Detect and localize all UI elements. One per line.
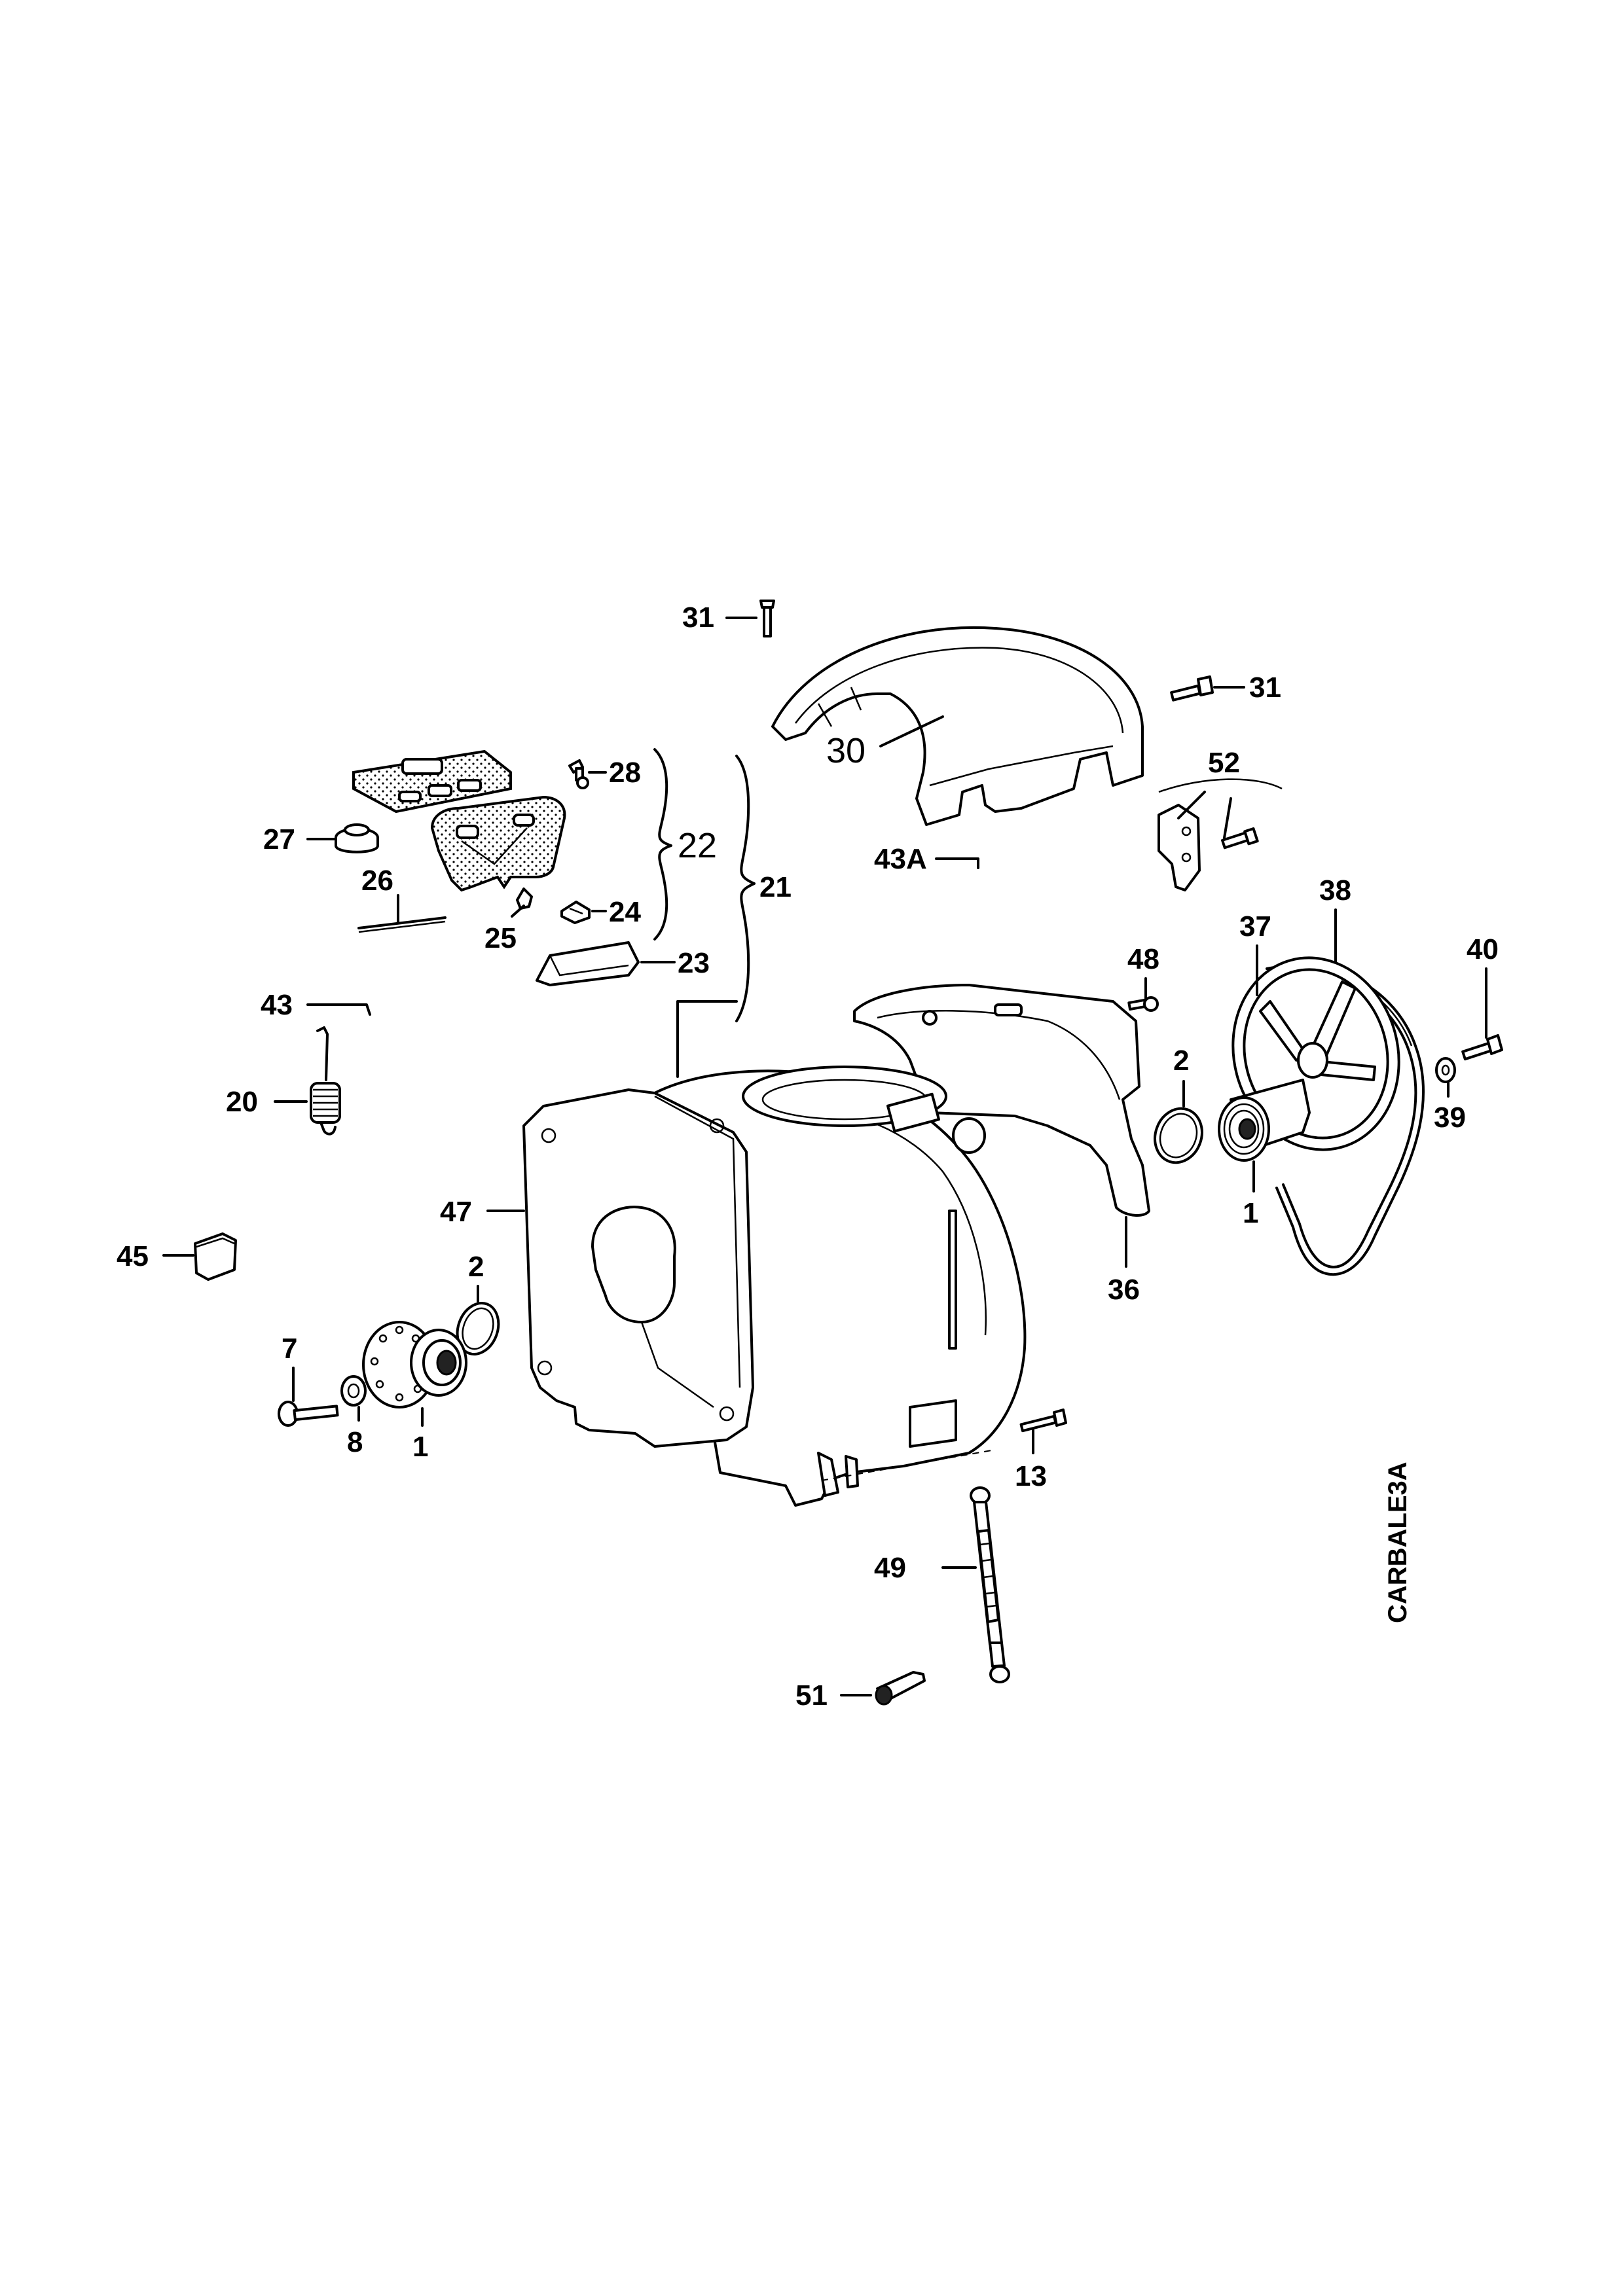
part-1-left-bearing-hub [362,1321,467,1427]
part-48-screw [1127,977,1159,1012]
label-37: 37 [1239,910,1271,942]
part-31-top-bolt [725,600,775,637]
brace-22 [653,748,672,941]
part-2-right-oring [1154,1080,1203,1164]
part-36-rear-tub-shell [853,984,1150,1217]
label-47: 47 [440,1196,472,1228]
label-38: 38 [1319,874,1351,906]
label-1-left: 1 [412,1431,428,1463]
label-28: 28 [609,757,641,789]
part-26-rod [357,894,447,933]
label-26: 26 [361,865,393,897]
label-7: 7 [282,1333,297,1365]
part-24-clip [560,901,607,924]
label-48: 48 [1127,943,1159,975]
label-1-right: 1 [1243,1197,1258,1229]
leader-30 [879,715,944,747]
part-37-drum-pulley [1218,956,1400,1162]
part-25-clip [511,888,533,918]
part-27-knob [306,823,379,853]
part-43-hook [306,1003,371,1016]
label-39: 39 [1434,1102,1466,1134]
part-47-front-panel [522,1088,754,1448]
diagram-code: CARBALE3A [1383,1462,1412,1623]
brace-21 [735,755,756,1022]
dispenser-top-cover [352,749,512,814]
part-49-shock-absorber [941,1486,1010,1683]
label-30: 30 [826,731,866,770]
leader-21 [676,1000,738,1078]
part-8-washer [340,1375,367,1422]
label-45: 45 [117,1240,149,1272]
label-13: 13 [1015,1460,1047,1492]
part-43a-hook [935,857,979,869]
label-43a: 43A [874,843,927,875]
dashed-guide [821,1449,996,1481]
part-2-left-oring [456,1285,500,1355]
label-8: 8 [347,1426,363,1458]
label-25: 25 [484,922,517,954]
label-49: 49 [874,1552,906,1584]
label-36: 36 [1108,1274,1140,1306]
dispenser-drawer-front [430,795,566,892]
label-21: 21 [759,871,792,903]
label-43: 43 [261,989,293,1021]
label-2-left: 2 [468,1251,484,1283]
label-22: 22 [678,826,717,865]
label-51: 51 [795,1679,828,1712]
label-31-top: 31 [682,601,714,634]
part-20-spring [274,1026,341,1136]
label-24: 24 [609,896,641,928]
part-45-block [162,1232,237,1281]
part-39-washer [1435,1057,1456,1098]
part-30-tub-hood [771,626,1144,826]
label-20: 20 [226,1086,258,1118]
part-52-bracket [1158,778,1283,891]
part-7-bolt [278,1367,339,1427]
label-2-right: 2 [1173,1045,1189,1077]
label-31-right: 31 [1249,672,1281,704]
label-40: 40 [1467,933,1499,965]
label-52: 52 [1208,747,1240,779]
part-31-right-bolt [1170,675,1245,702]
part-13-screw [1019,1408,1067,1454]
part-23-channel [536,941,676,986]
label-23: 23 [678,947,710,979]
part-51-pin [840,1671,926,1706]
part-28-screw [568,759,607,789]
part-40-bolt [1461,967,1503,1061]
label-27: 27 [263,823,295,855]
